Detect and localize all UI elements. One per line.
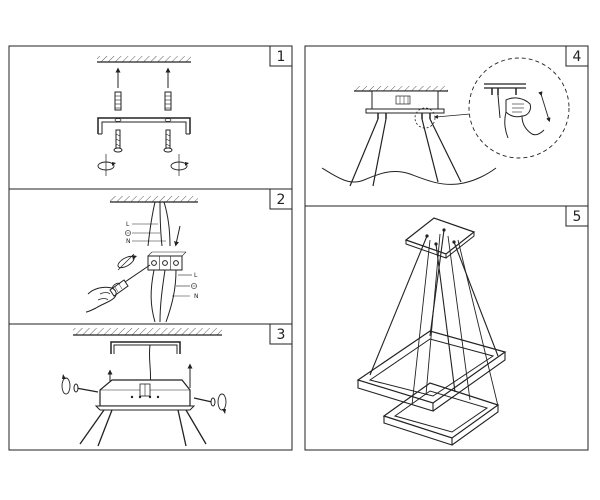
mounting-bracket — [110, 341, 181, 354]
panel-5: 5 — [304, 205, 589, 451]
panel-number: 5 — [573, 209, 582, 225]
wire-label-n: N — [126, 238, 131, 245]
rotate-arrow-icon — [217, 393, 227, 414]
panel-number-box — [565, 45, 589, 67]
canopy — [94, 379, 196, 411]
panel-1: 1 — [8, 45, 293, 190]
rotate-arrow-icon — [61, 374, 71, 395]
side-screw — [193, 397, 216, 407]
wall-plug — [114, 91, 122, 111]
panel-4: 4 — [304, 45, 589, 207]
panel-number: 3 — [277, 327, 286, 343]
ceiling — [73, 328, 222, 336]
panel-number-box — [565, 205, 589, 227]
screw — [113, 129, 123, 153]
small-square-frame — [382, 382, 500, 446]
earth-icon — [125, 230, 131, 236]
rotate-arrow-icon — [117, 253, 137, 271]
panel-number: 2 — [277, 192, 286, 208]
canopy — [365, 90, 445, 114]
wire-label-l: L — [126, 221, 130, 228]
panel-number-box — [269, 323, 293, 345]
panel-number: 1 — [277, 49, 286, 65]
detail-zoom — [468, 57, 570, 159]
ceiling — [110, 196, 198, 203]
large-square-frame — [356, 330, 507, 412]
ceiling — [97, 56, 191, 63]
up-down-arrow-icon — [538, 91, 551, 123]
down-arrow-icon — [174, 225, 181, 247]
wire-label-l: L — [194, 272, 198, 279]
mounting-bracket — [97, 117, 191, 135]
rotate-arrow-icon — [170, 154, 189, 176]
wall-plug — [164, 91, 172, 111]
earth-icon — [191, 283, 197, 289]
panel-number-box — [269, 188, 293, 210]
terminal-block — [147, 251, 187, 271]
screw — [163, 129, 173, 153]
panel-3: 3 — [8, 323, 293, 451]
panel-number: 4 — [573, 49, 582, 65]
rotate-arrow-icon — [97, 154, 116, 176]
panel-2: 2 L N — [8, 188, 293, 325]
wire-label-n: N — [194, 293, 199, 300]
side-screw — [73, 383, 99, 393]
hand-icon — [85, 282, 121, 313]
ceiling — [354, 86, 448, 92]
screwdriver-icon — [109, 264, 151, 297]
panel-number-box — [269, 45, 293, 67]
